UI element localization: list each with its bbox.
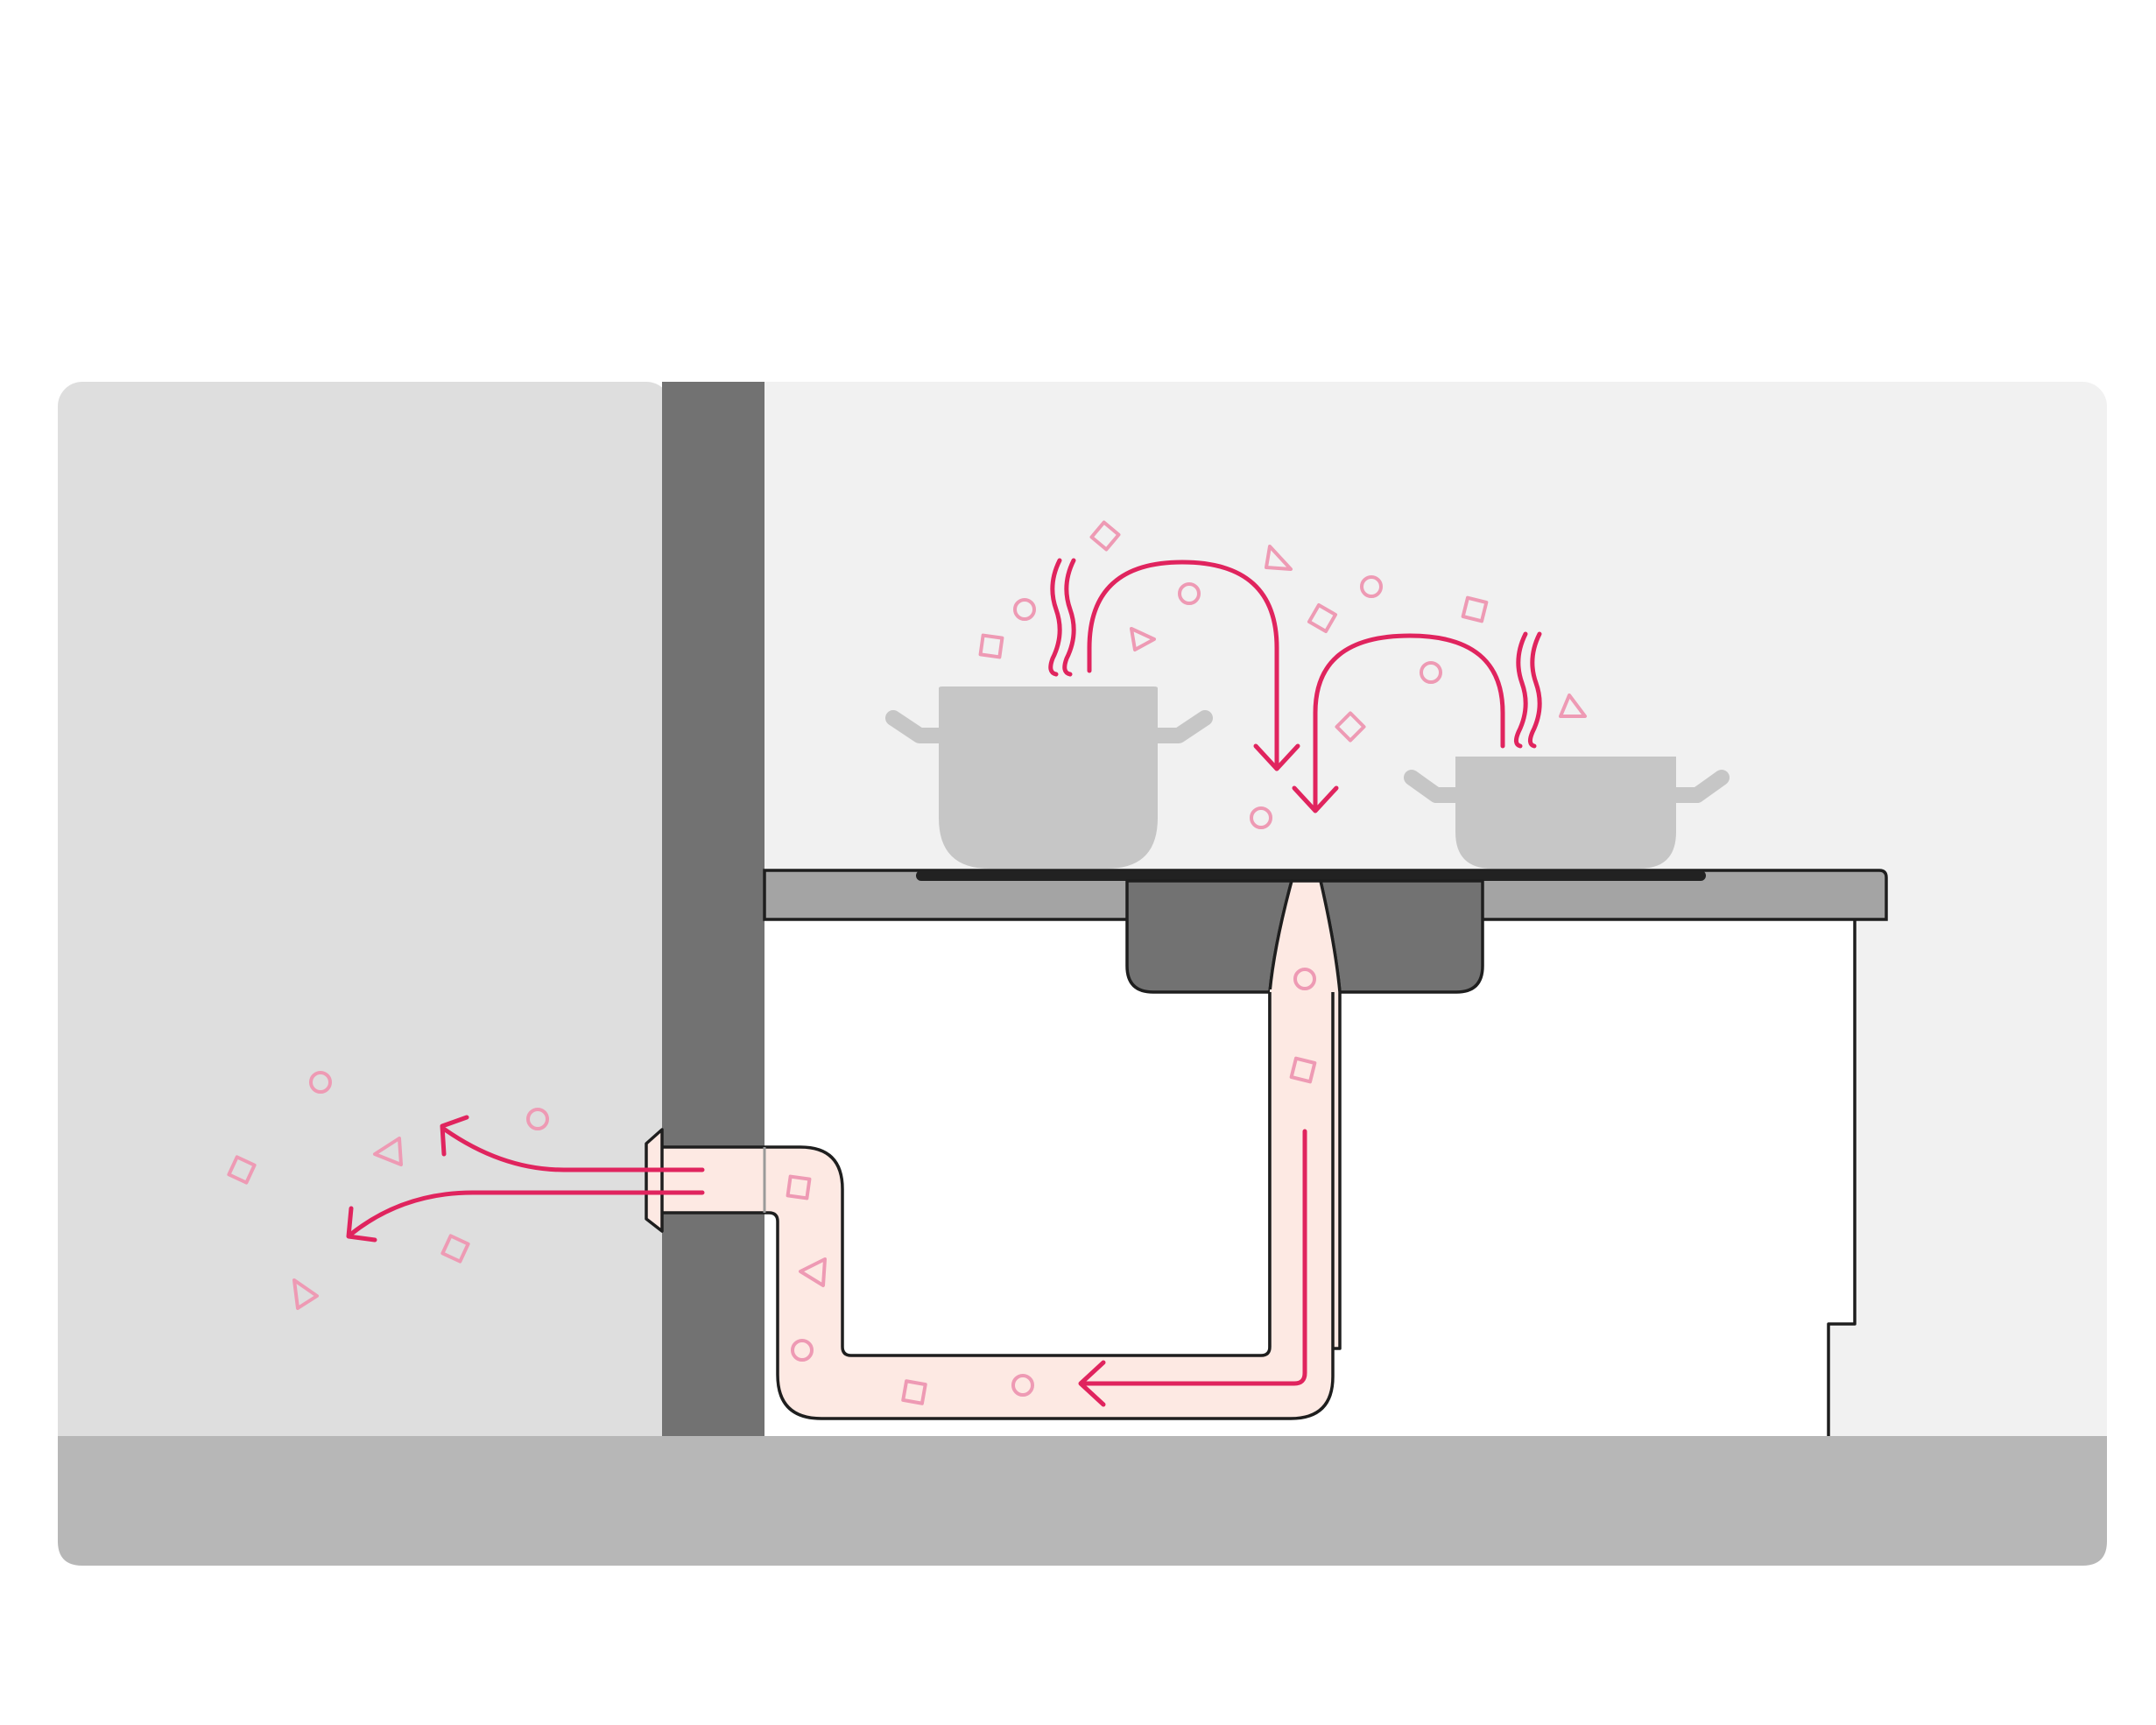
duct-channel — [662, 989, 1333, 1419]
particle-circle-icon — [1013, 598, 1036, 621]
small-pot — [1404, 757, 1730, 869]
arrow-head-icon — [440, 1115, 469, 1157]
arrow-head-icon — [1078, 1360, 1106, 1407]
particle-circle-icon — [1293, 968, 1316, 990]
particle-square-icon — [1335, 711, 1366, 743]
airflow-arrow-exit-upper — [442, 1127, 705, 1172]
outdoor-area — [58, 382, 671, 1564]
particle-square-icon — [1289, 1056, 1317, 1084]
extractor-housing-left — [1125, 879, 1293, 994]
exhaust-duct — [645, 989, 1335, 1420]
duct-outline-inner — [662, 992, 1272, 1357]
large-pot-right-handle — [1148, 710, 1213, 743]
airflow-arrow-large-pot — [1087, 560, 1279, 770]
particle-square-icon — [1461, 595, 1489, 623]
arrow-head-icon — [1253, 743, 1300, 771]
extractor-housing-right — [1319, 879, 1484, 994]
particle-square-icon — [786, 1174, 812, 1200]
small-pot-body — [1455, 757, 1676, 869]
particle-circle-icon — [1011, 1374, 1034, 1397]
particle-square-icon — [1089, 520, 1121, 552]
particle-circle-icon — [1360, 575, 1383, 598]
large-pot-body — [939, 686, 1158, 869]
steam-lines — [1048, 558, 1542, 749]
large-pot — [885, 686, 1213, 869]
particle-triangle-icon — [1265, 545, 1293, 571]
particle-triangle-icon — [1130, 627, 1156, 651]
particle-circle-icon — [791, 1339, 814, 1362]
arrow-head-icon — [346, 1206, 377, 1243]
particle-circle-icon — [309, 1071, 332, 1094]
particle-triangle-icon — [799, 1257, 827, 1287]
small-pot-right-handle — [1666, 770, 1730, 803]
cabinet-side-outline — [1827, 919, 1857, 1436]
airflow-arrow-small-pot — [1313, 633, 1505, 812]
steam-icon — [1527, 631, 1542, 749]
small-pot-left-handle — [1404, 770, 1463, 803]
duct-outline-outer — [662, 992, 1335, 1420]
induction-hob — [916, 870, 1706, 881]
floor — [58, 1436, 2107, 1566]
particle-triangle-icon — [1559, 694, 1587, 718]
particle-circle-icon — [1178, 582, 1201, 605]
airflow-arrows — [346, 560, 1505, 1407]
particle-square-icon — [440, 1234, 470, 1264]
steam-icon — [1048, 558, 1062, 677]
particle-square-icon — [227, 1155, 257, 1185]
steam-icon — [1062, 558, 1076, 677]
particle-circle-icon — [526, 1108, 549, 1130]
large-pot-left-handle — [885, 710, 948, 743]
airflow-arrow-exit-lower — [348, 1190, 705, 1237]
odor-particles — [227, 520, 1587, 1405]
particle-triangle-icon — [292, 1278, 319, 1310]
particle-square-icon — [978, 633, 1004, 659]
airflow-arrow-duct — [1080, 1129, 1307, 1386]
particle-square-icon — [1307, 602, 1338, 634]
particle-triangle-icon — [373, 1137, 403, 1166]
exterior-wall-section — [662, 382, 764, 1436]
particle-circle-icon — [1420, 661, 1442, 684]
steam-icon — [1513, 631, 1528, 749]
exterior-vent-grille — [645, 1128, 664, 1233]
arrow-head-icon — [1292, 785, 1339, 813]
particle-circle-icon — [1250, 806, 1272, 829]
particle-square-icon — [901, 1379, 927, 1405]
